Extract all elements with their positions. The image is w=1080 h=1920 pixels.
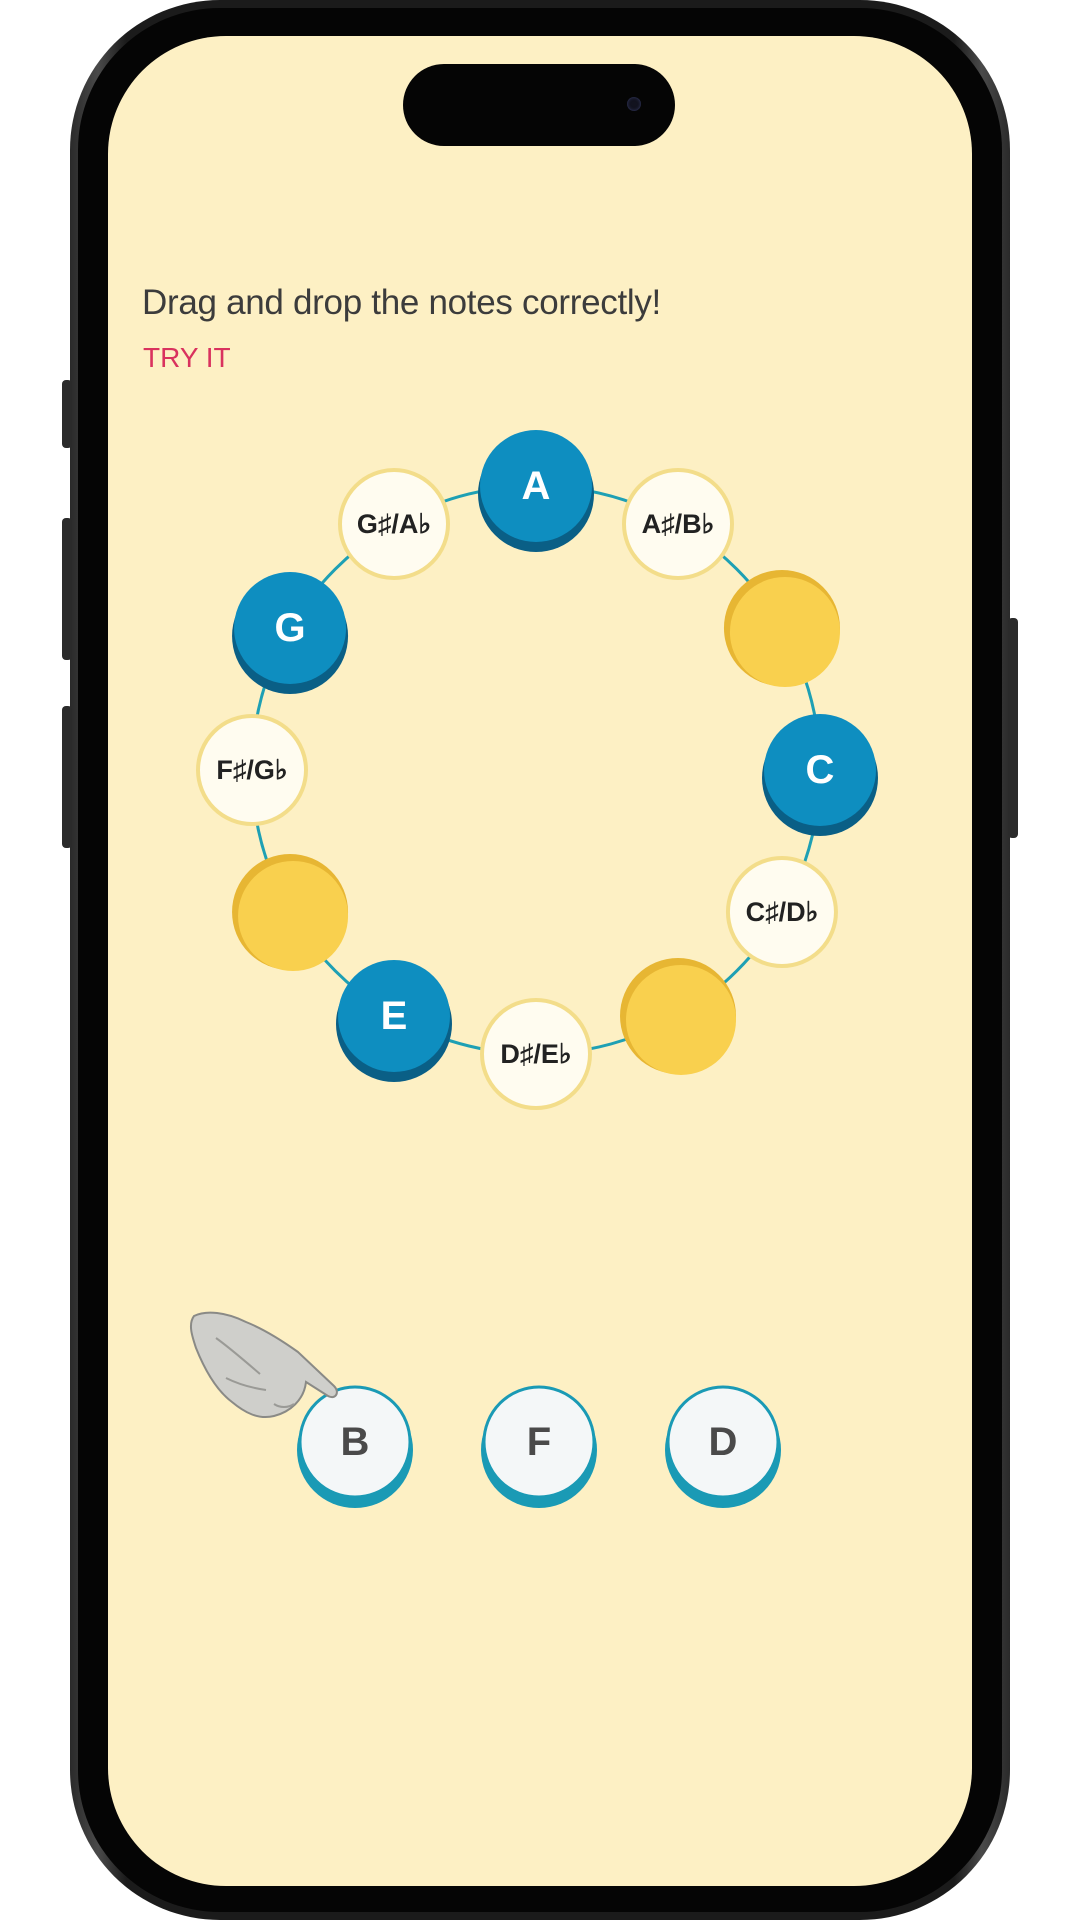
draggable-note-b[interactable]: B (297, 1385, 413, 1508)
note-label: G♯/A♭ (357, 509, 431, 539)
note-label: C (806, 748, 835, 792)
instruction-text: Drag and drop the notes correctly! (142, 283, 661, 322)
wheel-note-gsharp-aflat: G♯/A♭ (338, 468, 450, 581)
try-it-label: TRY IT (143, 342, 231, 373)
note-label: D (709, 1420, 738, 1464)
power-button (1008, 618, 1018, 838)
draggable-note-d[interactable]: D (665, 1385, 781, 1508)
wheel-note-g: G (232, 572, 349, 694)
volume-up-button (62, 518, 72, 660)
action-button (62, 380, 72, 448)
volume-down-button (62, 706, 72, 848)
wheel-ring-line (250, 484, 822, 1056)
note-label: D♯/E♭ (500, 1039, 571, 1069)
app-screen (108, 36, 972, 1886)
wheel-notes: A A♯/B♭ C C♯/D♭ D♯/E♭ E F♯/G♭ G G♯/A♭ (196, 430, 878, 1110)
note-label: A♯/B♭ (642, 509, 715, 539)
wheel-note-c: C (762, 714, 878, 836)
note-label: F (527, 1420, 551, 1464)
empty-note-slot[interactable] (232, 854, 349, 971)
front-camera-icon (627, 97, 641, 111)
draggable-note-f[interactable]: F (481, 1385, 597, 1508)
wheel-note-dsharp-eflat: D♯/E♭ (480, 998, 592, 1110)
pointing-hand-icon (189, 1311, 338, 1418)
empty-note-slot[interactable] (723, 570, 840, 687)
note-label: B (341, 1420, 370, 1464)
empty-note-slot[interactable] (620, 957, 736, 1075)
wheel-note-asharp-bflat: A♯/B♭ (622, 468, 734, 581)
wheel-note-fsharp-gflat: F♯/G♭ (196, 714, 308, 826)
wheel-note-a: A (478, 430, 594, 552)
wheel-note-e: E (336, 959, 452, 1082)
note-label: A (522, 464, 551, 508)
note-label: E (381, 994, 408, 1038)
wheel-note-csharp-dflat: C♯/D♭ (725, 856, 838, 968)
note-label: G (274, 606, 305, 650)
note-label: C♯/D♭ (746, 897, 819, 927)
note-label: F♯/G♭ (216, 755, 287, 785)
dynamic-island (403, 64, 675, 146)
